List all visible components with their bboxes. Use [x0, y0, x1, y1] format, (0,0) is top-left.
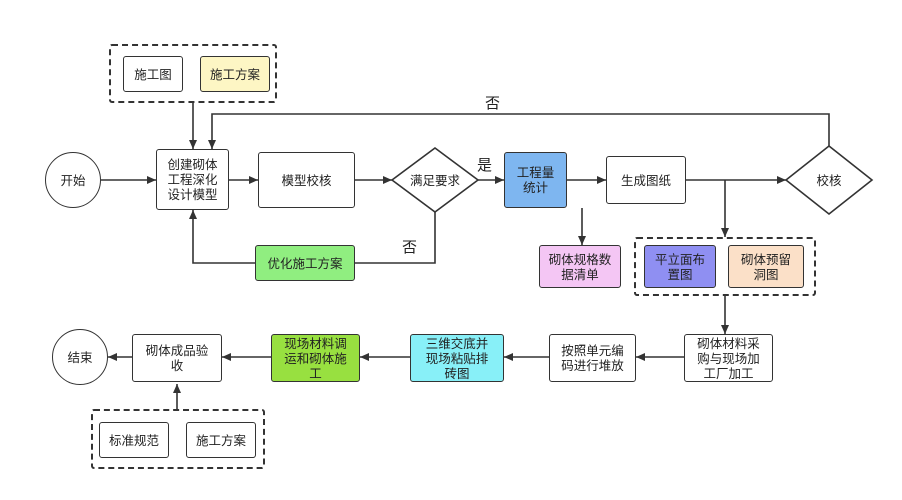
stack-by-code-label: 按照单元编 码进行堆放: [561, 343, 624, 373]
reserved-hole-label: 砌体预留 洞图: [740, 251, 791, 282]
edge-label-no-bottom: 否: [402, 238, 418, 256]
edge-review-create: [208, 113, 830, 149]
3d-disclosure-node: 三维交底并 现场粘贴排 砖图: [410, 334, 504, 382]
meet-requirement-label: 满足要求: [409, 172, 460, 188]
create-model-node: 创建砌体 工程深化 设计模型: [156, 149, 229, 210]
review-label: 校核: [816, 172, 842, 188]
construction-drawing-node: 施工图: [123, 56, 183, 92]
edge-meet-optimize: [355, 212, 436, 264]
construction-plan-node: 施工方案: [200, 56, 270, 92]
decision-review-shape: [784, 144, 874, 216]
standard-node: 标准规范: [99, 422, 169, 458]
quantity-node: 工程量 统计: [504, 152, 567, 208]
model-check-node: 模型校核: [258, 152, 355, 208]
meet-requirement-decision: 满足要求: [392, 148, 478, 212]
output-drawings-group: [634, 237, 816, 296]
material-purchase-label: 砌体材料采 购与现场加 工厂加工: [697, 335, 760, 381]
acceptance-node: 砌体成品验 收: [132, 334, 222, 382]
generate-drawing-node: 生成图纸: [606, 156, 686, 204]
create-model-label: 创建砌体 工程深化 设计模型: [167, 157, 218, 202]
reserved-hole-node: 砌体预留 洞图: [728, 245, 804, 288]
edge-label-yes: 是: [477, 156, 493, 174]
spec-list-node: 砌体规格数 据清单: [539, 245, 621, 288]
decision-meet-shape: [390, 147, 480, 213]
material-purchase-node: 砌体材料采 购与现场加 工厂加工: [684, 334, 773, 382]
construction-plan-label: 施工方案: [209, 66, 260, 82]
plan-layout-label: 平立面布 置图: [654, 251, 705, 282]
edge-label-no-top: 否: [485, 94, 501, 112]
optimize-plan-label: 优化施工方案: [267, 255, 343, 271]
start-node: 开始: [45, 152, 101, 208]
end-node: 结束: [52, 329, 108, 385]
review-decision: 校核: [786, 146, 872, 214]
generate-drawing-label: 生成图纸: [620, 172, 671, 188]
stack-by-code-node: 按照单元编 码进行堆放: [549, 334, 636, 382]
input-group-top: [109, 44, 277, 103]
construction-plan-bottom-label: 施工方案: [195, 432, 246, 448]
optimize-plan-node: 优化施工方案: [255, 245, 355, 281]
material-transport-node: 现场材料调 运和砌体施 工: [271, 334, 360, 382]
edge-optimize-create: [189, 210, 255, 264]
quantity-label: 工程量 统计: [516, 165, 555, 195]
model-check-label: 模型校核: [281, 172, 332, 188]
spec-list-label: 砌体规格数 据清单: [548, 251, 612, 282]
construction-plan-bottom-node: 施工方案: [186, 422, 256, 458]
input-group-bottom: [91, 409, 265, 469]
construction-drawing-label: 施工图: [134, 66, 172, 82]
material-transport-label: 现场材料调 运和砌体施 工: [284, 335, 347, 381]
3d-disclosure-label: 三维交底并 现场粘贴排 砖图: [425, 335, 489, 381]
plan-layout-node: 平立面布 置图: [644, 245, 716, 288]
start-label: 开始: [60, 172, 86, 188]
end-label: 结束: [67, 349, 93, 365]
acceptance-label: 砌体成品验 收: [145, 343, 209, 373]
standard-label: 标准规范: [108, 432, 159, 448]
